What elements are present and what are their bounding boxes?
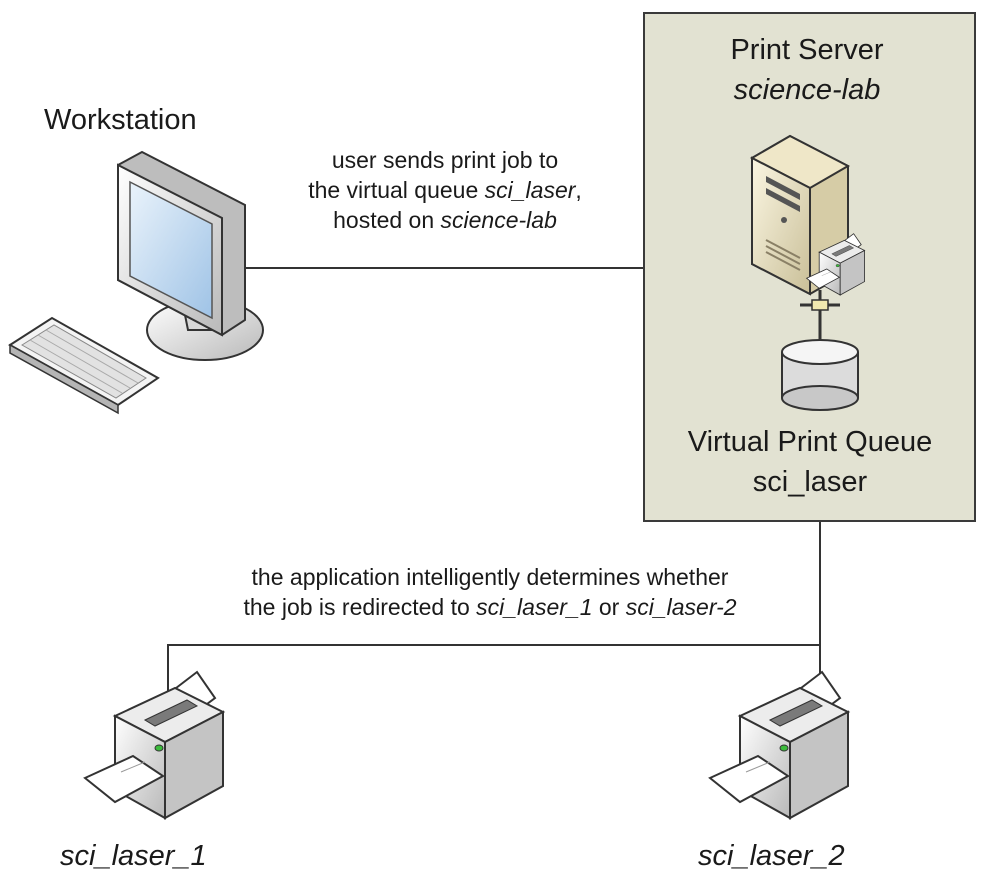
queue-database-icon — [781, 339, 859, 411]
send-note-queue: sci_laser — [484, 177, 576, 203]
printer-2-label: sci_laser_2 — [698, 840, 845, 872]
send-note-hosted: hosted on — [333, 207, 441, 233]
workstation-computer-icon — [8, 150, 264, 415]
redirect-note-or: or — [592, 594, 626, 620]
redirect-note-target-2: sci_laser-2 — [625, 594, 737, 620]
printer-1-icon — [84, 671, 224, 819]
redirect-note-target-1: sci_laser_1 — [476, 594, 593, 620]
send-note-text: the virtual queue — [308, 177, 485, 203]
send-note-host: science-lab — [440, 207, 557, 233]
printer-2-icon — [709, 671, 849, 819]
print-server-title: Print Server — [730, 34, 884, 66]
virtual-queue-name: sci_laser — [752, 466, 868, 498]
redirect-note-text: the job is redirected to — [243, 594, 477, 620]
server-to-printers-line — [167, 522, 821, 700]
print-server-hostname: science-lab — [733, 74, 881, 106]
send-note-comma: , — [575, 177, 582, 203]
printer-1-label: sci_laser_1 — [60, 840, 207, 872]
send-note-line-3: hosted on science-lab — [250, 205, 640, 235]
redirect-note-line-1: the application intelligently determines… — [251, 564, 729, 590]
network-connector-icon — [800, 290, 840, 345]
send-job-note: user sends print job to the virtual queu… — [250, 145, 640, 235]
redirect-note: the application intelligently determines… — [170, 562, 810, 622]
send-note-line-2: the virtual queue sci_laser, — [250, 175, 640, 205]
send-note-line-1: user sends print job to — [331, 147, 559, 173]
workstation-label: Workstation — [44, 104, 197, 136]
virtual-queue-title: Virtual Print Queue — [687, 426, 933, 458]
redirect-note-line-2: the job is redirected to sci_laser_1 or … — [170, 592, 810, 622]
